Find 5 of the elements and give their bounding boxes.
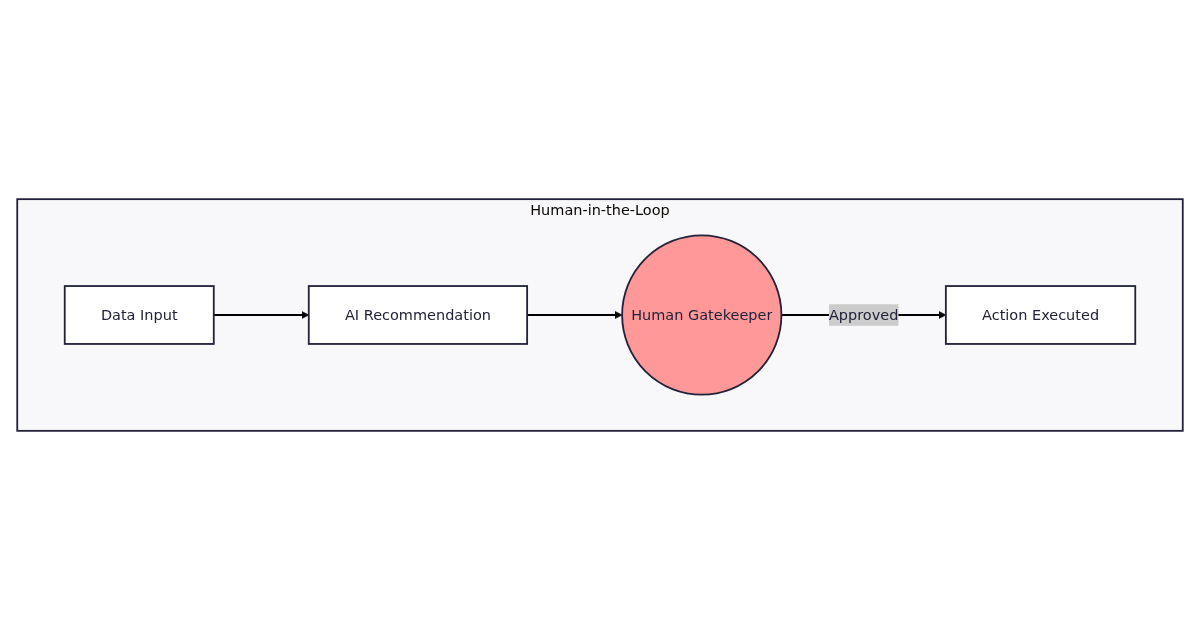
node-box: Action Executed — [944, 285, 1137, 345]
node-box: Data Input — [63, 285, 215, 345]
edge-label: Approved — [828, 305, 899, 324]
node-box: AI Recommendation — [307, 285, 529, 345]
node-circle: Human Gatekeeper — [621, 234, 783, 396]
